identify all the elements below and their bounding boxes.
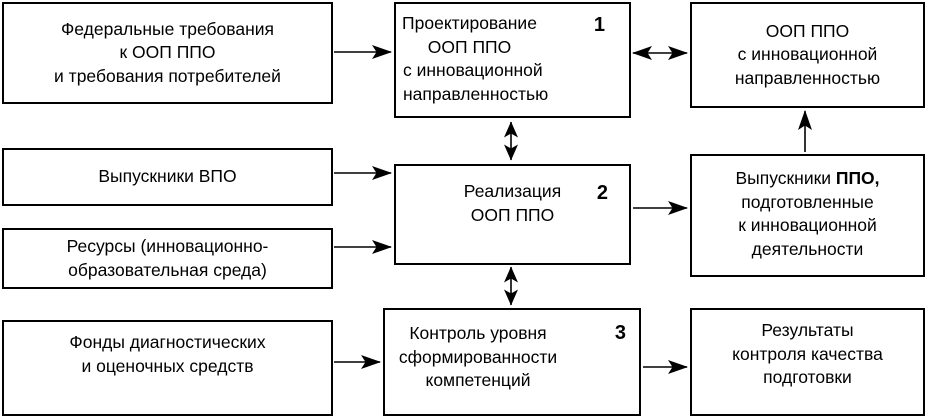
- box-text-line: сформированности: [398, 346, 558, 367]
- box-text-line: Контроль уровня: [409, 323, 547, 343]
- box-resources: Ресурсы (инновационно- образовательная с…: [2, 228, 333, 289]
- box-text-line: Выпускники ППО,: [735, 168, 880, 188]
- box-vpo-graduates: Выпускники ВПО: [2, 148, 333, 206]
- box-text-line: направленностью: [734, 67, 881, 88]
- stage-number-3: 3: [614, 322, 626, 344]
- box-oop-ppo-innovative: ООП ППО с инновационной направленностью: [690, 2, 925, 108]
- box-text-line: с инновационной: [403, 60, 543, 80]
- box-text-line: контроля качества: [732, 343, 883, 364]
- box-text-line: компетенций: [425, 370, 531, 390]
- stage-number-2: 2: [596, 182, 608, 204]
- box-text-line: образовательная среда): [68, 259, 267, 280]
- box-stage2-implementation: 2 Реализация ООП ППО: [394, 164, 631, 265]
- box-text-line: Реализация: [463, 181, 562, 201]
- box-text-line: Выпускники ВПО: [98, 166, 237, 187]
- box-text-line: подготовки: [763, 367, 852, 387]
- box-text-line: направленностью: [403, 83, 549, 104]
- box-text-line: и оценочных средств: [81, 355, 254, 376]
- box-text-line: к инновационной: [738, 215, 877, 235]
- box-text-line: деятельности: [751, 238, 864, 259]
- box-text-line: подготовленные: [741, 191, 874, 212]
- box-stage3-control: 3 Контроль уровня сформированности компе…: [383, 308, 641, 416]
- box-text-line: Ресурсы (инновационно-: [66, 236, 269, 256]
- box-text-line: Проектирование: [402, 13, 537, 33]
- box-text-line: ООП ППО: [765, 20, 850, 41]
- box-text-line: Фонды диагностических: [69, 332, 266, 352]
- box-federal-requirements: Федеральные требования к ООП ППО и требо…: [2, 2, 333, 104]
- stage-number-1: 1: [593, 14, 605, 36]
- box-quality-results: Результаты контроля качества подготовки: [690, 308, 925, 416]
- box-stage1-design: 1 Проектирование ООП ППО с инновационной…: [394, 2, 631, 118]
- box-text-line: ООП ППО: [470, 204, 555, 225]
- box-text-line: Федеральные требования: [60, 18, 275, 39]
- box-assessment-funds: Фонды диагностических и оценочных средст…: [2, 320, 333, 416]
- box-text-line: ООП ППО: [427, 36, 512, 57]
- box-text-line: и требования потребителей: [54, 65, 281, 86]
- box-text-line: Результаты: [761, 320, 854, 340]
- box-text-line: с инновационной: [737, 44, 878, 65]
- box-text-line: к ООП ППО: [119, 42, 216, 63]
- box-ppo-graduates: Выпускники ППО, подготовленные к инновац…: [690, 154, 925, 277]
